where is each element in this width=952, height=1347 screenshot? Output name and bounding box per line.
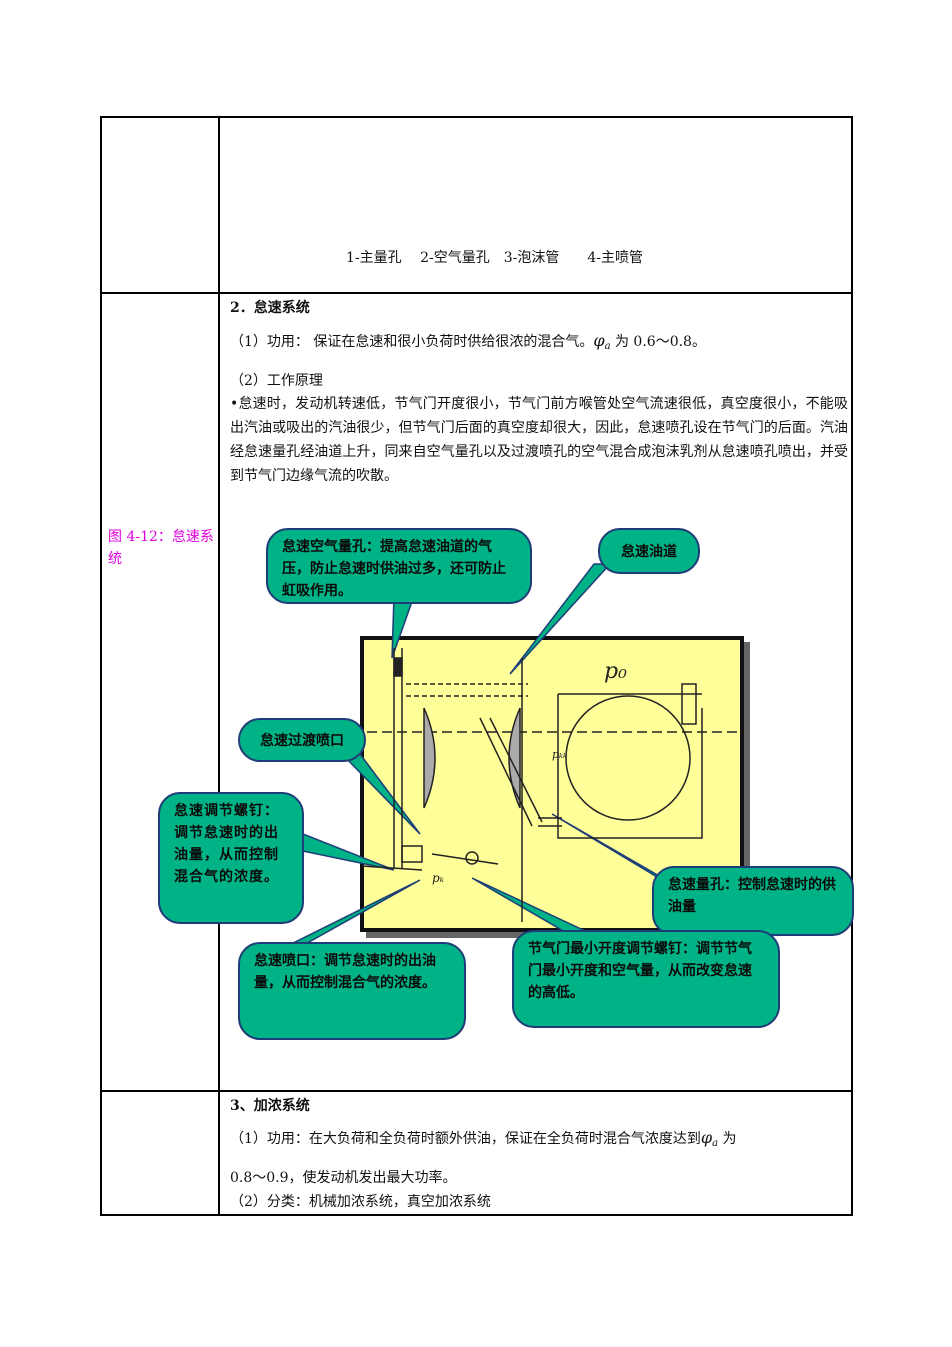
idle-function: （1）功用： 保证在怠速和很小负荷时供给很浓的混合气。φa 为 0.6～0.8。	[230, 331, 706, 352]
pz-label: pₖ	[432, 871, 445, 885]
section-heading-enrichment: 3、加浓系统	[230, 1098, 310, 1114]
row-divider-1	[102, 292, 851, 294]
figure-label: 图 4-12：怠速系统	[108, 529, 214, 567]
callout-idle-metering-hole: 怠速量孔：控制怠速时的供油量	[652, 866, 854, 936]
principle-title: （2）工作原理	[230, 373, 323, 389]
section-heading-idle: 2．怠速系统	[230, 300, 310, 316]
callout-idle-adjust-screw: 怠速调节螺钉：调节怠速时的出油量，从而控制混合气的浓度。	[158, 792, 304, 924]
diagram-drawing: p₀ pₖₖ pₖ	[266, 563, 742, 957]
callout-idle-transition-port: 怠速过渡喷口	[238, 718, 366, 762]
p0-label: p₀	[604, 659, 627, 684]
content-table: 1-主量孔 2-空气量孔 3-泡沫管 4-主喷管 图 4-12：怠速系统 2．怠…	[100, 116, 854, 1216]
figure-caption: 1-主量孔 2-空气量孔 3-泡沫管 4-主喷管	[346, 250, 643, 266]
enrichment-function-cont: 0.8～0.9，使发动机发出最大功率。	[230, 1170, 457, 1186]
callout-idle-nozzle: 怠速喷口：调节怠速时的出油量，从而控制混合气的浓度。	[238, 942, 466, 1040]
callout-throttle-min-screw: 节气门最小开度调节螺钉：调节节气门最小开度和空气量，从而改变怠速的高低。	[512, 930, 780, 1028]
column-divider	[218, 118, 220, 1214]
row-divider-2	[102, 1090, 851, 1092]
callout-idle-oil-channel: 怠速油道	[598, 528, 700, 574]
enrichment-function: （1）功用：在大负荷和全负荷时额外供油，保证在全负荷时混合气浓度达到φa 为	[230, 1128, 737, 1149]
carburetor-lines	[352, 648, 742, 922]
callout-idle-air-hole: 怠速空气量孔：提高怠速油道的气压，防止怠速时供油过多，还可防止虹吸作用。	[266, 528, 532, 604]
pzz-label: pₖₖ	[552, 748, 567, 761]
principle-text: •怠速时，发动机转速低，节气门开度很小，节气门前方喉管处空气流速很低，真空度很小…	[230, 396, 848, 484]
enrichment-classification: （2）分类：机械加浓系统，真空加浓系统	[230, 1194, 491, 1210]
